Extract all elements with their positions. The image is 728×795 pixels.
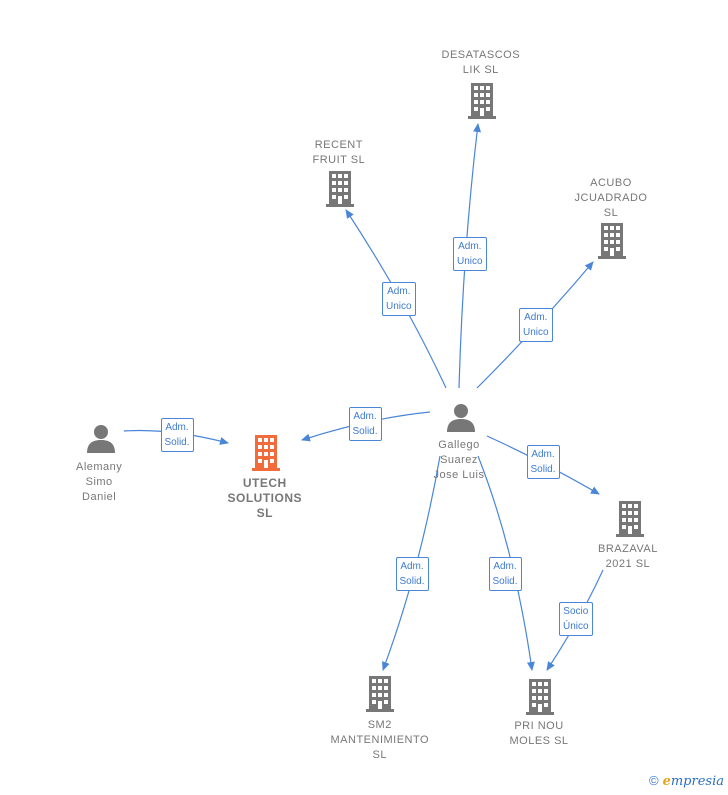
- edge-label-gallego-to-acubo: Adm. Unico: [519, 308, 553, 342]
- footer-brand[interactable]: ©empresia: [649, 773, 724, 789]
- node-label-pri_nou[interactable]: PRI NOU MOLES SL: [509, 720, 569, 747]
- edges-layer: [123, 123, 604, 671]
- node-label-brazaval[interactable]: BRAZAVAL 2021 SL: [598, 543, 658, 570]
- building-icon-brazaval[interactable]: [616, 501, 644, 537]
- building-icon-desatascos[interactable]: [468, 83, 496, 119]
- node-label-desatascos[interactable]: DESATASCOS LIK SL: [441, 49, 521, 76]
- edge-label-gallego-to-sm2: Adm. Solid.: [395, 557, 429, 591]
- edge-label-gallego-to-desatascos: Adm. Unico: [453, 237, 487, 271]
- building-icon-pri_nou[interactable]: [526, 679, 554, 715]
- edge-label-brazaval-to-pri_nou: Socio Único: [559, 602, 593, 636]
- edge-gallego-to-pri_nou: [477, 455, 535, 671]
- building-icon-sm2[interactable]: [366, 676, 394, 712]
- edge-label-gallego-to-pri_nou: Adm. Solid.: [488, 557, 522, 591]
- edge-label-gallego-to-recent_fruit: Adm. Unico: [382, 282, 416, 316]
- node-label-recent_fruit[interactable]: RECENT FRUIT SL: [312, 139, 366, 166]
- building-icon-recent_fruit[interactable]: [326, 171, 354, 207]
- edge-label-alemany-to-utech: Adm. Solid.: [160, 418, 194, 452]
- node-label-alemany[interactable]: Alemany Simo Daniel: [76, 461, 123, 503]
- edge-label-gallego-to-utech: Adm. Solid.: [348, 407, 382, 441]
- node-label-sm2[interactable]: SM2 MANTENIMIENTO SL: [330, 719, 430, 761]
- node-label-gallego[interactable]: Gallego Suarez Jose Luis: [433, 439, 485, 481]
- copyright-symbol: ©: [648, 773, 659, 788]
- person-icon-alemany[interactable]: [87, 425, 115, 453]
- node-label-utech[interactable]: UTECH SOLUTIONS SL: [227, 476, 303, 520]
- building-icon-utech[interactable]: [252, 435, 280, 471]
- brand-logo: empresia: [662, 774, 724, 789]
- node-label-acubo[interactable]: ACUBO JCUADRADO SL: [574, 177, 648, 219]
- person-icon-gallego[interactable]: [447, 404, 475, 432]
- building-icon-acubo[interactable]: [598, 223, 626, 259]
- edge-label-gallego-to-brazaval: Adm. Solid.: [526, 445, 560, 479]
